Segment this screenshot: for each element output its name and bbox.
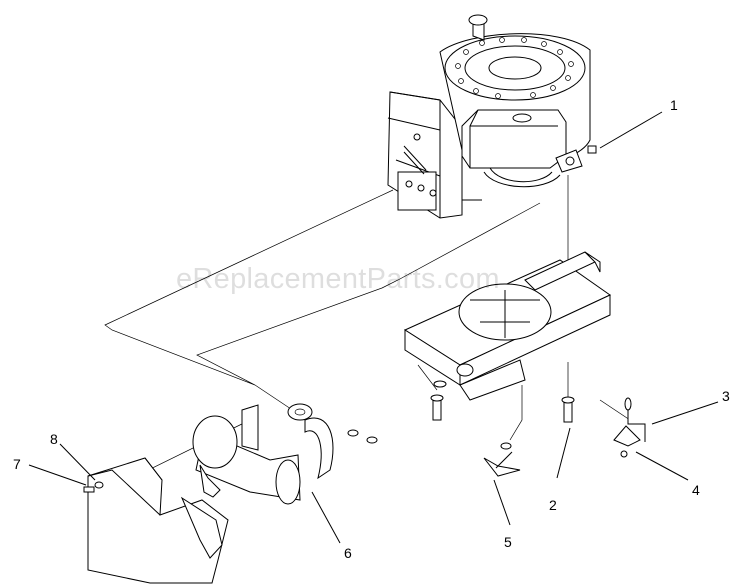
bolt-left (430, 380, 447, 421)
heat-shield-part-7 (87, 457, 229, 584)
callout-6: 6 (344, 545, 352, 561)
engine (387, 14, 597, 219)
screw-part-8 (83, 481, 104, 493)
callout-4: 4 (692, 482, 700, 498)
mounting-plate (403, 251, 611, 401)
callout-leaders (28, 111, 719, 544)
bolt-part-2 (561, 396, 575, 423)
watermark: eReplacementParts.com (176, 263, 500, 295)
callout-2: 2 (549, 497, 557, 513)
callout-1: 1 (670, 97, 678, 113)
callout-8: 8 (50, 431, 58, 447)
callout-5: 5 (504, 534, 512, 550)
flywheel-bolt-holes (455, 37, 574, 99)
callout-7: 7 (13, 456, 21, 472)
j-bolt-part-3 (624, 397, 646, 442)
bracket-part-5 (483, 442, 521, 477)
clamp-part-4 (613, 425, 641, 458)
callout-3: 3 (722, 388, 730, 404)
muffler-part-6 (192, 403, 378, 505)
